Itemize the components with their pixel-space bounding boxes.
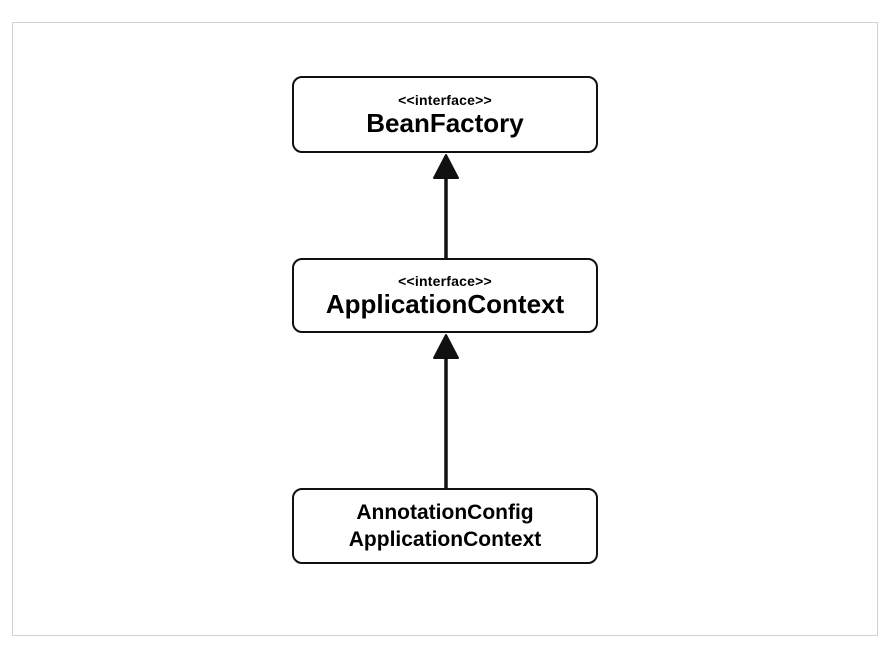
annotationconfig-node: AnnotationConfig ApplicationContext <box>292 488 598 564</box>
arrowhead-icon <box>433 154 459 179</box>
applicationcontext-name: ApplicationContext <box>325 288 565 319</box>
edge-applicationcontext-to-beanfactory <box>433 154 459 260</box>
applicationcontext-stereotype: <<interface>> <box>398 272 492 289</box>
annotationconfig-name-line2: ApplicationContext <box>348 528 542 551</box>
applicationcontext-node: <<interface>> ApplicationContext <box>292 258 598 333</box>
beanfactory-stereotype: <<interface>> <box>398 91 492 108</box>
annotationconfig-name-line1: AnnotationConfig <box>356 501 534 524</box>
edge-annotationconfig-to-applicationcontext <box>433 334 459 490</box>
arrowhead-icon <box>433 334 459 359</box>
beanfactory-node: <<interface>> BeanFactory <box>292 76 598 153</box>
beanfactory-name: BeanFactory <box>366 107 524 138</box>
